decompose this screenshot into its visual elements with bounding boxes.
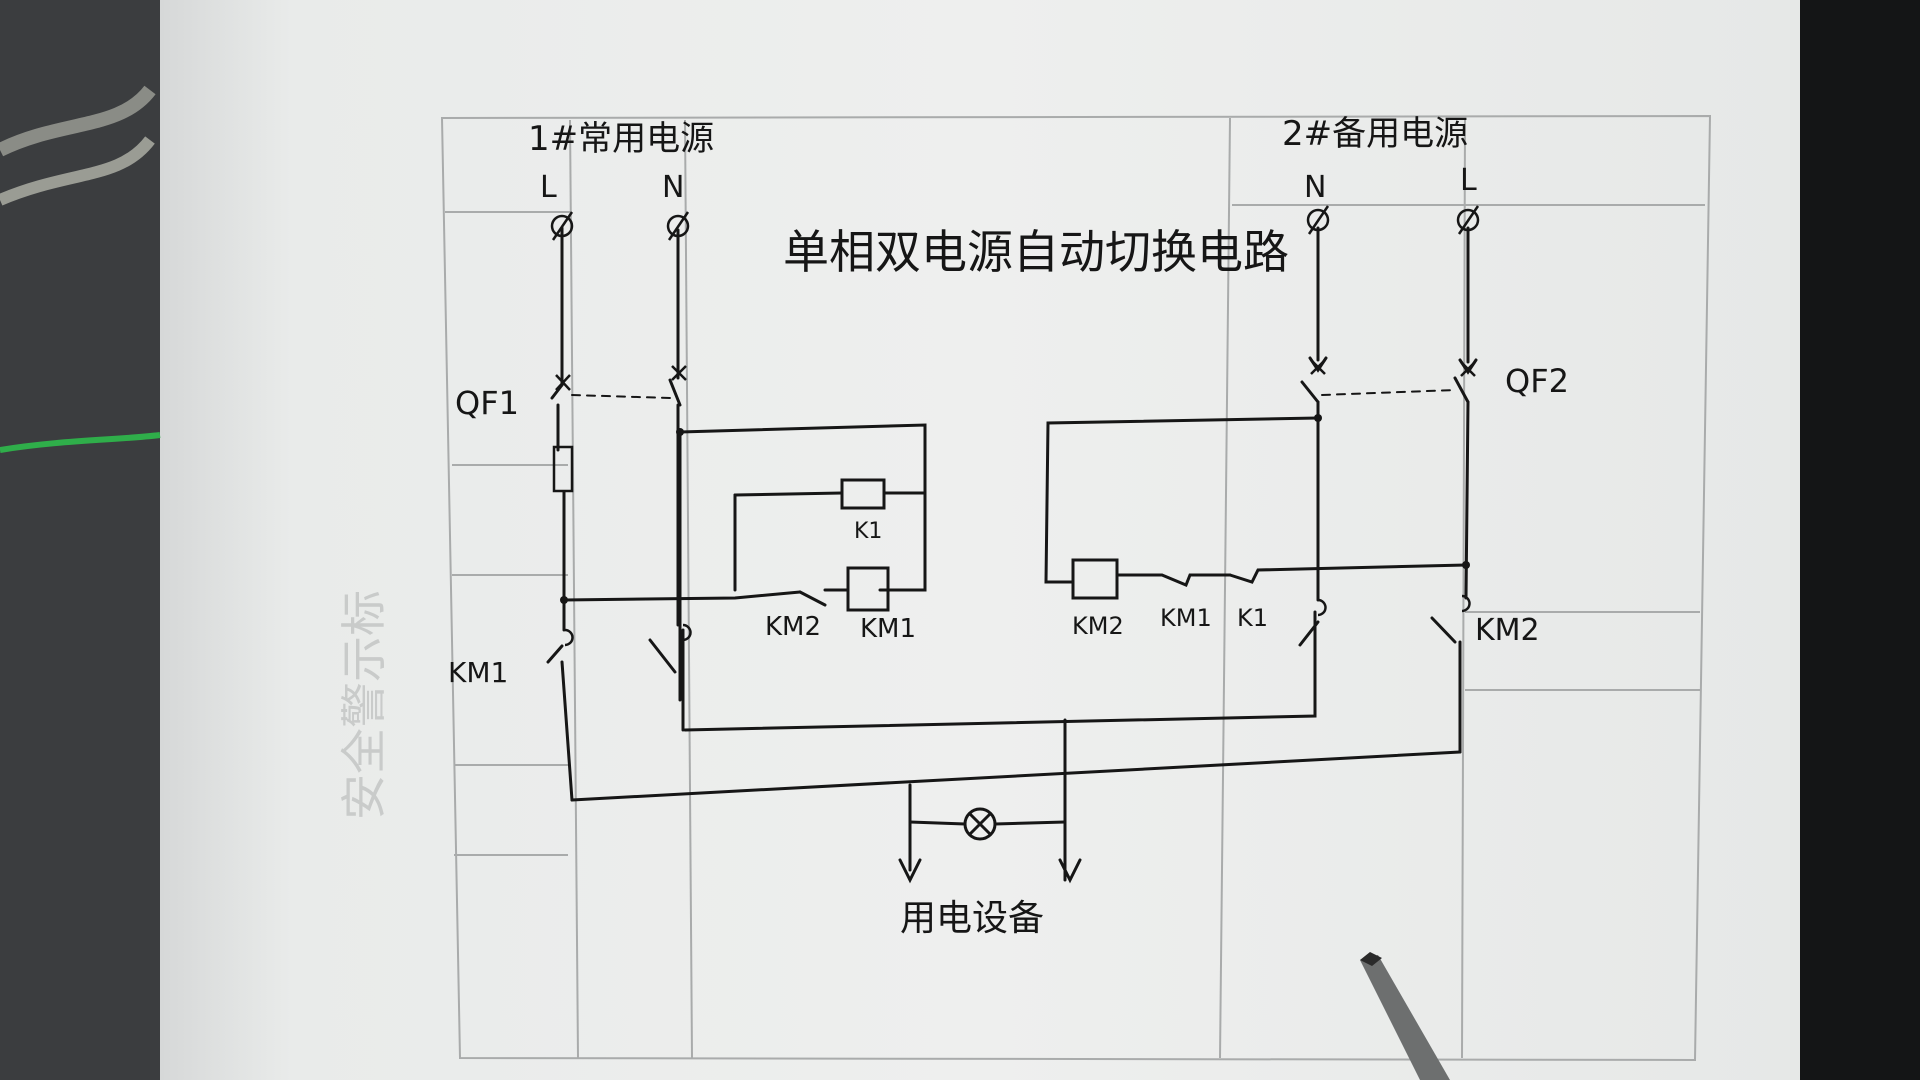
contact-k1-label: K1 bbox=[1237, 604, 1268, 632]
source1-terminal-l: L bbox=[540, 170, 557, 205]
junctions bbox=[560, 414, 1470, 604]
contact-km2-a-label: KM2 bbox=[765, 612, 821, 642]
coil-km2-label: KM2 bbox=[1072, 612, 1124, 640]
contactor1-label: KM1 bbox=[448, 656, 508, 689]
breaker2-label: QF2 bbox=[1505, 362, 1569, 400]
wiring bbox=[546, 226, 1478, 884]
contact-km1-b-label: KM1 bbox=[1160, 604, 1212, 632]
contactor2-label: KM2 bbox=[1475, 613, 1540, 648]
load-label: 用电设备 bbox=[900, 898, 1044, 939]
source2-label: 2#备用电源 bbox=[1282, 114, 1468, 154]
desk-background-right bbox=[1800, 0, 1920, 1080]
terminals bbox=[550, 205, 1480, 647]
labels: 1#常用电源 L N 2#备用电源 N L 单相双电源自动切换电路 QF1 QF… bbox=[448, 114, 1569, 939]
paper-sheet bbox=[160, 0, 1800, 1080]
source1-label: 1#常用电源 bbox=[528, 119, 714, 159]
source2-terminal-n: N bbox=[1304, 170, 1326, 205]
coil-km1-label: KM1 bbox=[860, 614, 916, 644]
desk-cable bbox=[0, 85, 161, 453]
diagram-title: 单相双电源自动切换电路 bbox=[783, 225, 1289, 279]
screwdriver-tip bbox=[1360, 952, 1450, 1080]
source1-terminal-n: N bbox=[662, 170, 684, 205]
breaker1-label: QF1 bbox=[455, 384, 519, 422]
watermark: 安全警示标 bbox=[337, 590, 391, 820]
source2-terminal-l: L bbox=[1460, 163, 1477, 198]
relay-coil-label: K1 bbox=[854, 519, 882, 544]
form-grid bbox=[440, 114, 1712, 1062]
svg-text:安全警示标: 安全警示标 bbox=[337, 590, 391, 820]
desk-background-left bbox=[0, 0, 190, 1080]
